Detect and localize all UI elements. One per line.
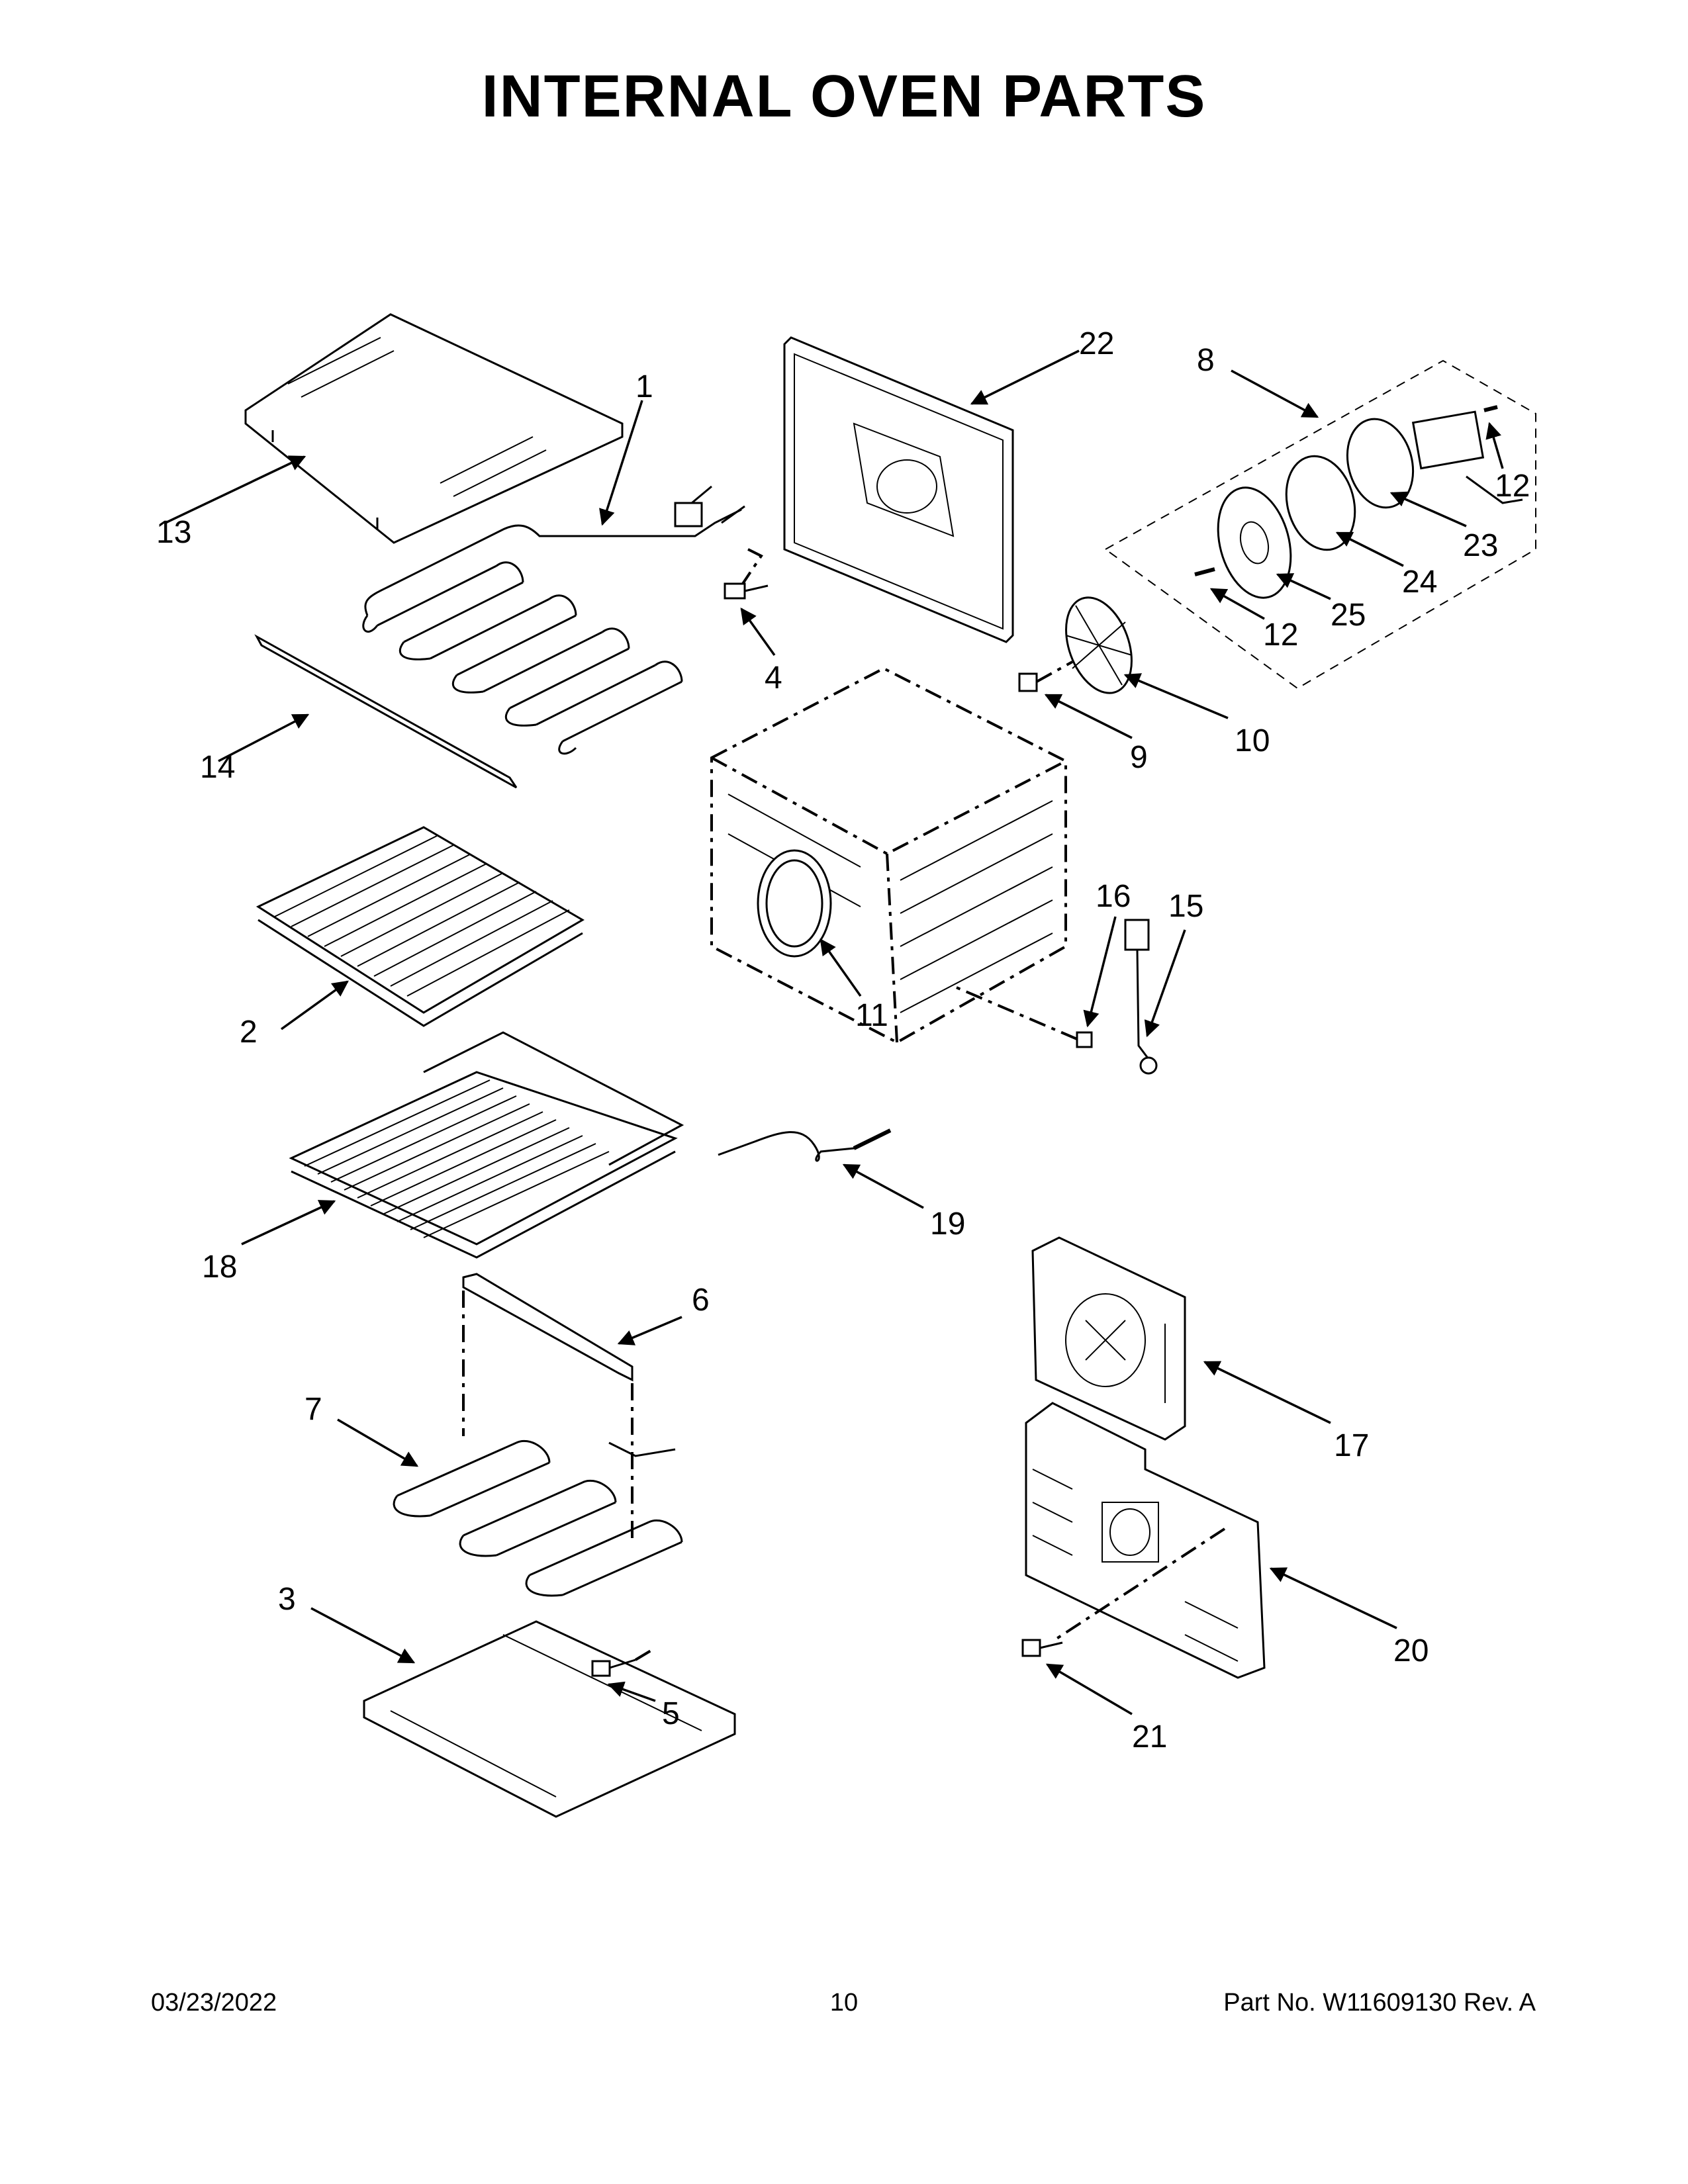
- footer-page-number: 10: [829, 1989, 859, 2017]
- leader-17: [1203, 1361, 1331, 1424]
- callout-11: 11: [855, 998, 888, 1033]
- part-10-fan-blade: [1065, 596, 1133, 694]
- leader-6: [617, 1316, 682, 1345]
- oven-cavity-liner: [710, 666, 1067, 1044]
- callout-13: 13: [156, 515, 191, 550]
- callout-21: 21: [1132, 1719, 1167, 1754]
- leader-14: [218, 713, 310, 762]
- callout-9: 9: [1130, 740, 1148, 775]
- callout-12b: 12: [1495, 469, 1530, 504]
- part-8-convection-assembly: [1104, 359, 1536, 690]
- leader-18: [241, 1200, 336, 1246]
- leader-25: [1276, 573, 1331, 600]
- callout-labels: 1 2 3 4 5 6 7 8 9 10 11 12 12 13 14 15 1…: [156, 326, 1530, 1754]
- part-23-gasket: [1346, 418, 1415, 509]
- callout-10: 10: [1235, 723, 1270, 758]
- leader-3: [310, 1607, 416, 1664]
- part-21-screw: [1021, 1639, 1063, 1657]
- part-18-roller-rack: [289, 1031, 684, 1259]
- callout-18: 18: [202, 1250, 237, 1285]
- part-7-bake-element: [393, 1439, 683, 1597]
- part-11-fan-ring: [757, 849, 832, 958]
- part-9-nut: [1018, 660, 1073, 692]
- leader-lines: [165, 349, 1504, 1715]
- leader-12a: [1209, 588, 1265, 620]
- callout-17: 17: [1334, 1428, 1369, 1463]
- part-16-nut: [953, 985, 1093, 1048]
- leader-20: [1269, 1567, 1397, 1629]
- part-20-rear-cover-panel: [1025, 1402, 1266, 1679]
- leader-13: [165, 455, 306, 524]
- callout-7: 7: [305, 1392, 322, 1427]
- part-24-insulation-disc: [1285, 455, 1356, 551]
- leader-16: [1083, 916, 1117, 1028]
- page-title: INTERNAL OVEN PARTS: [481, 64, 1207, 130]
- leader-15: [1144, 929, 1186, 1038]
- leader-22: [970, 349, 1080, 405]
- part-2-oven-rack: [256, 826, 585, 1027]
- part-1-broil-element: [362, 485, 763, 755]
- part-4-screw: [724, 582, 769, 600]
- callout-23: 23: [1463, 528, 1498, 563]
- part-25-motor-plate: [1217, 486, 1292, 599]
- leader-12b: [1485, 422, 1504, 469]
- leader-7: [337, 1418, 419, 1467]
- callout-12a: 12: [1263, 617, 1298, 653]
- leader-19: [842, 1163, 924, 1209]
- callout-5: 5: [662, 1696, 680, 1731]
- part-3-bottom-cover: [363, 1620, 736, 1818]
- part-5-screw: [591, 1647, 657, 1677]
- part-13-top-shield: [244, 313, 624, 544]
- leader-11: [820, 938, 862, 997]
- footer-part-number: Part No. W11609130 Rev. A: [1223, 1989, 1536, 2017]
- callout-22: 22: [1079, 326, 1114, 361]
- leader-21: [1045, 1663, 1133, 1715]
- footer-date: 03/23/2022: [151, 1989, 277, 2017]
- callout-14: 14: [200, 750, 235, 785]
- callout-8: 8: [1197, 343, 1215, 378]
- callout-6: 6: [692, 1283, 710, 1318]
- callout-16: 16: [1096, 879, 1131, 914]
- part-14-bracket: [254, 634, 518, 789]
- leader-1: [599, 400, 643, 526]
- part-12-screws: [1194, 405, 1498, 576]
- callout-1: 1: [635, 369, 653, 404]
- leader-4: [740, 608, 776, 657]
- part-17-convection-cover: [1031, 1236, 1186, 1441]
- callout-3: 3: [278, 1582, 296, 1617]
- leader-9: [1044, 694, 1133, 739]
- leader-5: [607, 1681, 656, 1702]
- part-22-rear-panel: [783, 336, 1014, 643]
- leader-10: [1123, 673, 1229, 719]
- part-6-trim-strip: [462, 1273, 633, 1542]
- callout-19: 19: [930, 1206, 965, 1242]
- callout-20: 20: [1393, 1633, 1429, 1668]
- part-15-wire-harness: [1124, 919, 1158, 1075]
- leader-8: [1231, 369, 1319, 418]
- leader-2: [280, 980, 349, 1030]
- callout-24: 24: [1402, 565, 1437, 600]
- callout-15: 15: [1168, 889, 1203, 924]
- leader-24: [1335, 531, 1404, 567]
- callout-4: 4: [765, 660, 782, 696]
- callout-2: 2: [240, 1015, 258, 1050]
- part-19-meat-probe: [718, 1128, 892, 1162]
- callout-25: 25: [1331, 598, 1366, 633]
- leader-23: [1389, 491, 1467, 527]
- part-23-motor: [1411, 410, 1523, 504]
